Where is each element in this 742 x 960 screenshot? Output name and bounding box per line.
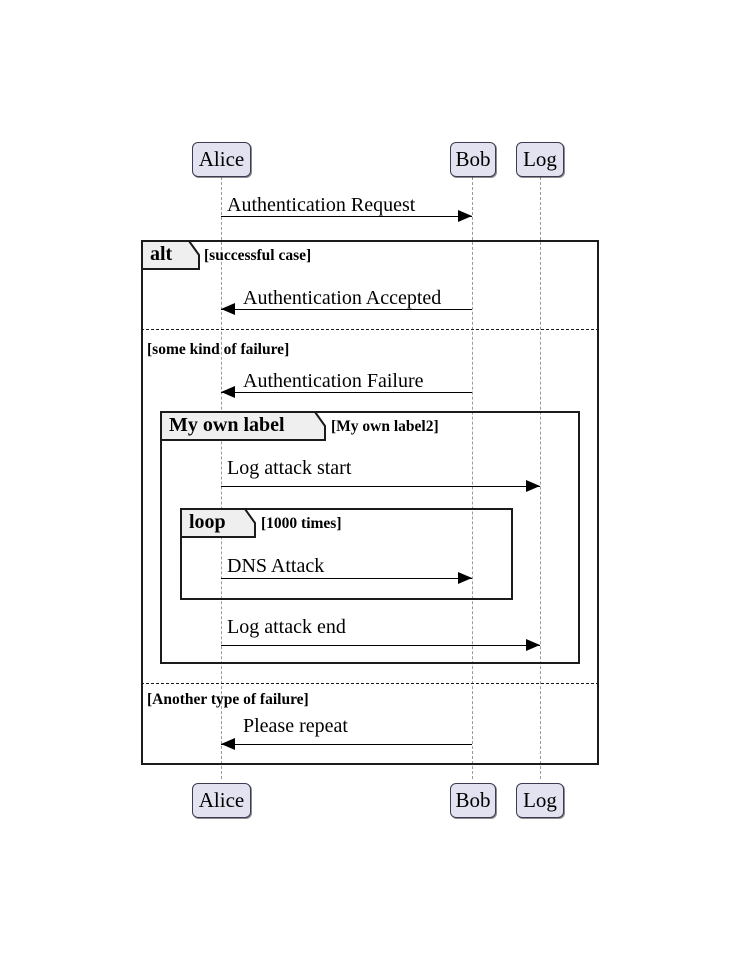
arrow-head-left-icon (221, 303, 235, 315)
participant-bob-top[interactable]: Bob (450, 142, 496, 177)
participant-label: Alice (198, 147, 245, 171)
message-line-authentication-request (221, 216, 472, 217)
fragment-tab-shape (141, 240, 200, 270)
fragment-loop (180, 508, 513, 600)
participant-label: Bob (455, 788, 491, 812)
fragment-condition-another-type-of-failure: [Another type of failure] (147, 691, 309, 708)
message-line-authentication-accepted (221, 309, 472, 310)
message-label-authentication-request: Authentication Request (227, 194, 416, 216)
arrow-head-left-icon (221, 738, 235, 750)
fragment-my-own-label (160, 411, 580, 664)
participant-label: Log (523, 147, 557, 171)
message-line-please-repeat (221, 744, 472, 745)
message-label-authentication-failure: Authentication Failure (243, 370, 424, 392)
fragment-tab-shape (160, 411, 326, 441)
participant-label: Alice (198, 788, 245, 812)
message-label-log-attack-start: Log attack start (227, 457, 352, 479)
participant-alice-top[interactable]: Alice (192, 142, 251, 177)
fragment-tab-loop: loop (180, 508, 256, 538)
arrow-head-left-icon (221, 386, 235, 398)
fragment-tab-alt: alt (141, 240, 200, 270)
message-line-dns-attack (221, 578, 472, 579)
participant-label: Bob (455, 147, 491, 171)
fragment-condition-1000-times: [1000 times] (261, 515, 342, 532)
fragment-condition-successful-case: [successful case] (204, 247, 312, 264)
fragment-divider-alt-2 (141, 683, 599, 684)
arrow-head-right-icon (458, 210, 472, 222)
message-label-authentication-accepted: Authentication Accepted (243, 287, 442, 309)
message-line-log-attack-end (221, 645, 540, 646)
message-label-dns-attack: DNS Attack (227, 555, 325, 577)
message-line-authentication-failure (221, 392, 472, 393)
fragment-condition-some-kind-of-failure: [some kind of failure] (147, 341, 290, 358)
message-label-log-attack-end: Log attack end (227, 616, 346, 638)
fragment-tab-label: alt (150, 243, 173, 265)
arrow-head-right-icon (458, 572, 472, 584)
participant-bob-bottom[interactable]: Bob (450, 783, 496, 818)
participant-alice-bottom[interactable]: Alice (192, 783, 251, 818)
fragment-alt (141, 240, 599, 765)
arrow-head-right-icon (526, 480, 540, 492)
fragment-tab-shape (180, 508, 256, 538)
participant-label: Log (523, 788, 557, 812)
fragment-tab-label: loop (189, 511, 226, 533)
message-line-log-attack-start (221, 486, 540, 487)
fragment-condition-my-own-label2: [My own label2] (331, 418, 439, 435)
fragment-divider-alt-1 (141, 329, 599, 330)
lifeline-bob (472, 177, 473, 779)
fragment-tab-my-own-label: My own label (160, 411, 326, 441)
arrow-head-right-icon (526, 639, 540, 651)
lifeline-log (540, 177, 541, 779)
participant-log-bottom[interactable]: Log (516, 783, 564, 818)
message-label-please-repeat: Please repeat (243, 715, 348, 737)
lifeline-alice (221, 177, 222, 779)
fragment-tab-label: My own label (169, 414, 285, 436)
participant-log-top[interactable]: Log (516, 142, 564, 177)
